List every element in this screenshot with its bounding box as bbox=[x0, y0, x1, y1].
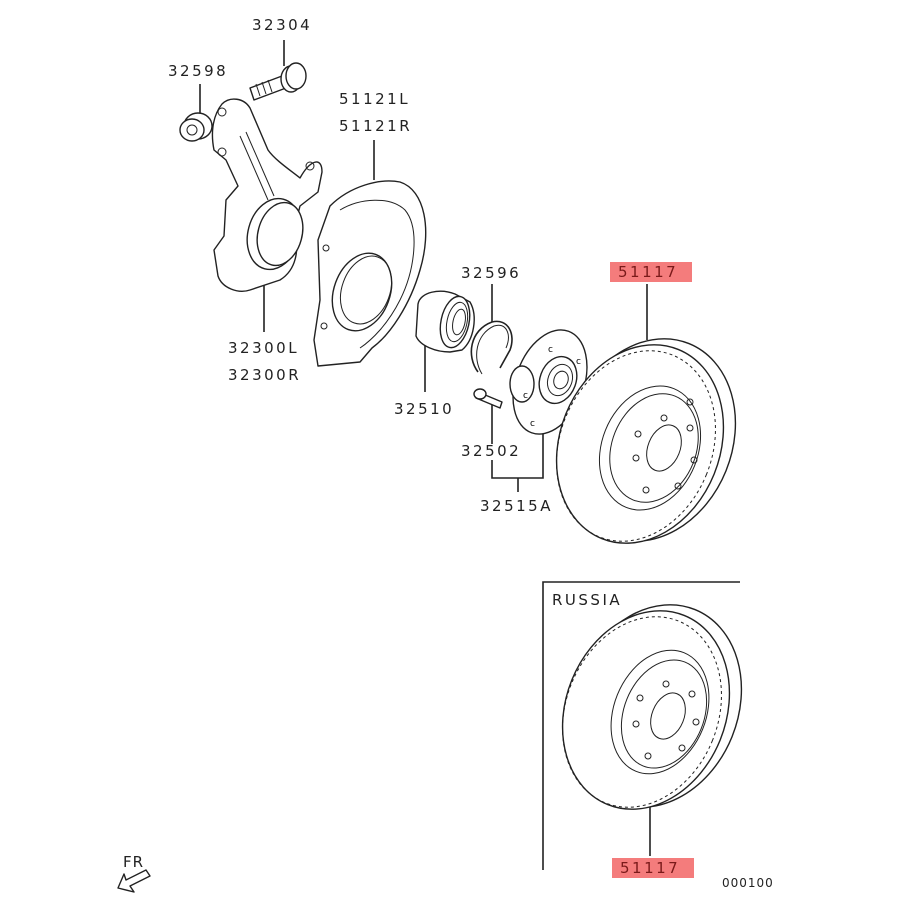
inset-title: RUSSIA bbox=[552, 591, 623, 609]
label-51121l[interactable]: 51121L bbox=[339, 90, 411, 108]
label-51117-inset-highlighted[interactable]: 51117 bbox=[612, 858, 695, 878]
label-32596[interactable]: 32596 bbox=[461, 264, 522, 282]
nut-32598-drawing bbox=[179, 112, 213, 142]
label-32510[interactable]: 32510 bbox=[394, 400, 455, 418]
label-51121r[interactable]: 51121R bbox=[339, 117, 413, 135]
inset-box bbox=[542, 581, 740, 870]
dust-shield-51121-drawing bbox=[313, 180, 427, 367]
hub-bolt-32502-drawing bbox=[473, 388, 503, 409]
label-32598[interactable]: 32598 bbox=[168, 62, 229, 80]
leader-lines bbox=[199, 40, 651, 856]
label-51117-highlighted[interactable]: 51117 bbox=[610, 262, 693, 282]
label-32304[interactable]: 32304 bbox=[252, 16, 313, 34]
knuckle-32300-drawing bbox=[211, 98, 323, 292]
label-32300l[interactable]: 32300L bbox=[228, 339, 300, 357]
front-direction-arrow-icon bbox=[117, 869, 151, 893]
svg-text:c: c bbox=[523, 391, 528, 401]
brake-disc-51117-inset-drawing bbox=[561, 604, 743, 810]
label-32515a[interactable]: 32515A bbox=[480, 497, 553, 515]
svg-text:c: c bbox=[576, 357, 581, 367]
front-direction-label: FR bbox=[123, 853, 145, 871]
svg-text:c: c bbox=[548, 345, 553, 355]
label-32300r[interactable]: 32300R bbox=[228, 366, 302, 384]
bolt-32304-drawing bbox=[249, 62, 307, 101]
label-32502[interactable]: 32502 bbox=[461, 442, 522, 460]
diagram-code: 000100 bbox=[722, 876, 774, 890]
snap-ring-32596-drawing bbox=[470, 320, 513, 375]
bearing-32510-drawing bbox=[415, 290, 475, 353]
svg-text:c: c bbox=[530, 419, 535, 429]
brake-disc-51117-drawing bbox=[555, 338, 737, 544]
